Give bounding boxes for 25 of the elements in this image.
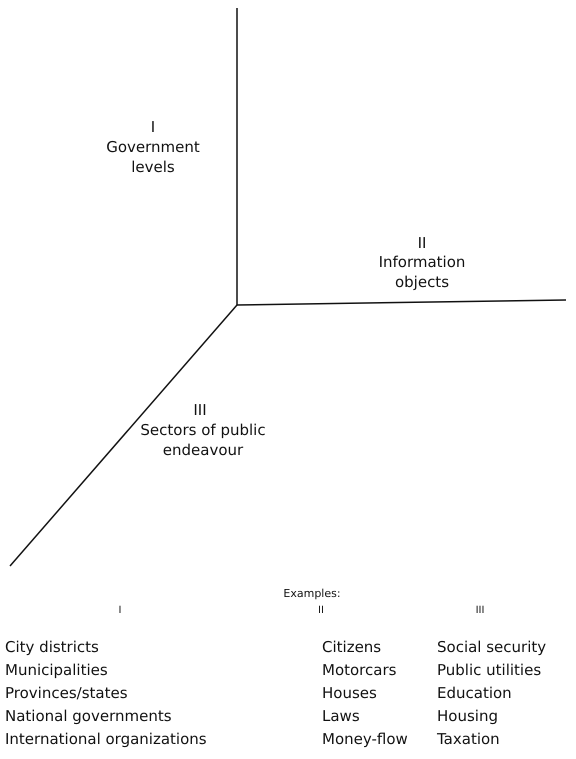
table-cell-text: Houses [322,684,378,704]
axis-label: Sectors of public endeavour [139,421,267,460]
heading: Examples: [282,587,342,602]
table-cell-text: Public utilities [437,661,542,680]
table-cell-text: Housing [437,707,499,726]
column-heading: I [118,604,122,617]
table-cell-text: Money-flow [322,730,409,750]
table-cell-text: Education [437,684,513,704]
axis-number: II [416,234,428,254]
table-cell-text: Taxation [437,730,501,750]
table-cell-text: Motorcars [322,661,398,680]
axis-label: Government levels [105,138,201,177]
axis-number: I [150,118,156,138]
column-heading: III [474,604,486,617]
column-heading: II [317,604,325,617]
table-cell-text: Laws [322,707,361,726]
table-cell-text: International organizations [5,730,208,750]
axis-number: III [192,401,208,420]
axis-label: Information objects [378,253,466,292]
table-cell-text: Citizens [322,638,382,658]
table-cell-text: City districts [5,638,100,658]
table-cell-text: Municipalities [5,661,109,680]
table-cell-text: Social security [437,638,548,658]
table-cell-text: Provinces/states [5,684,129,704]
table-cell-text: National governments [5,707,173,726]
